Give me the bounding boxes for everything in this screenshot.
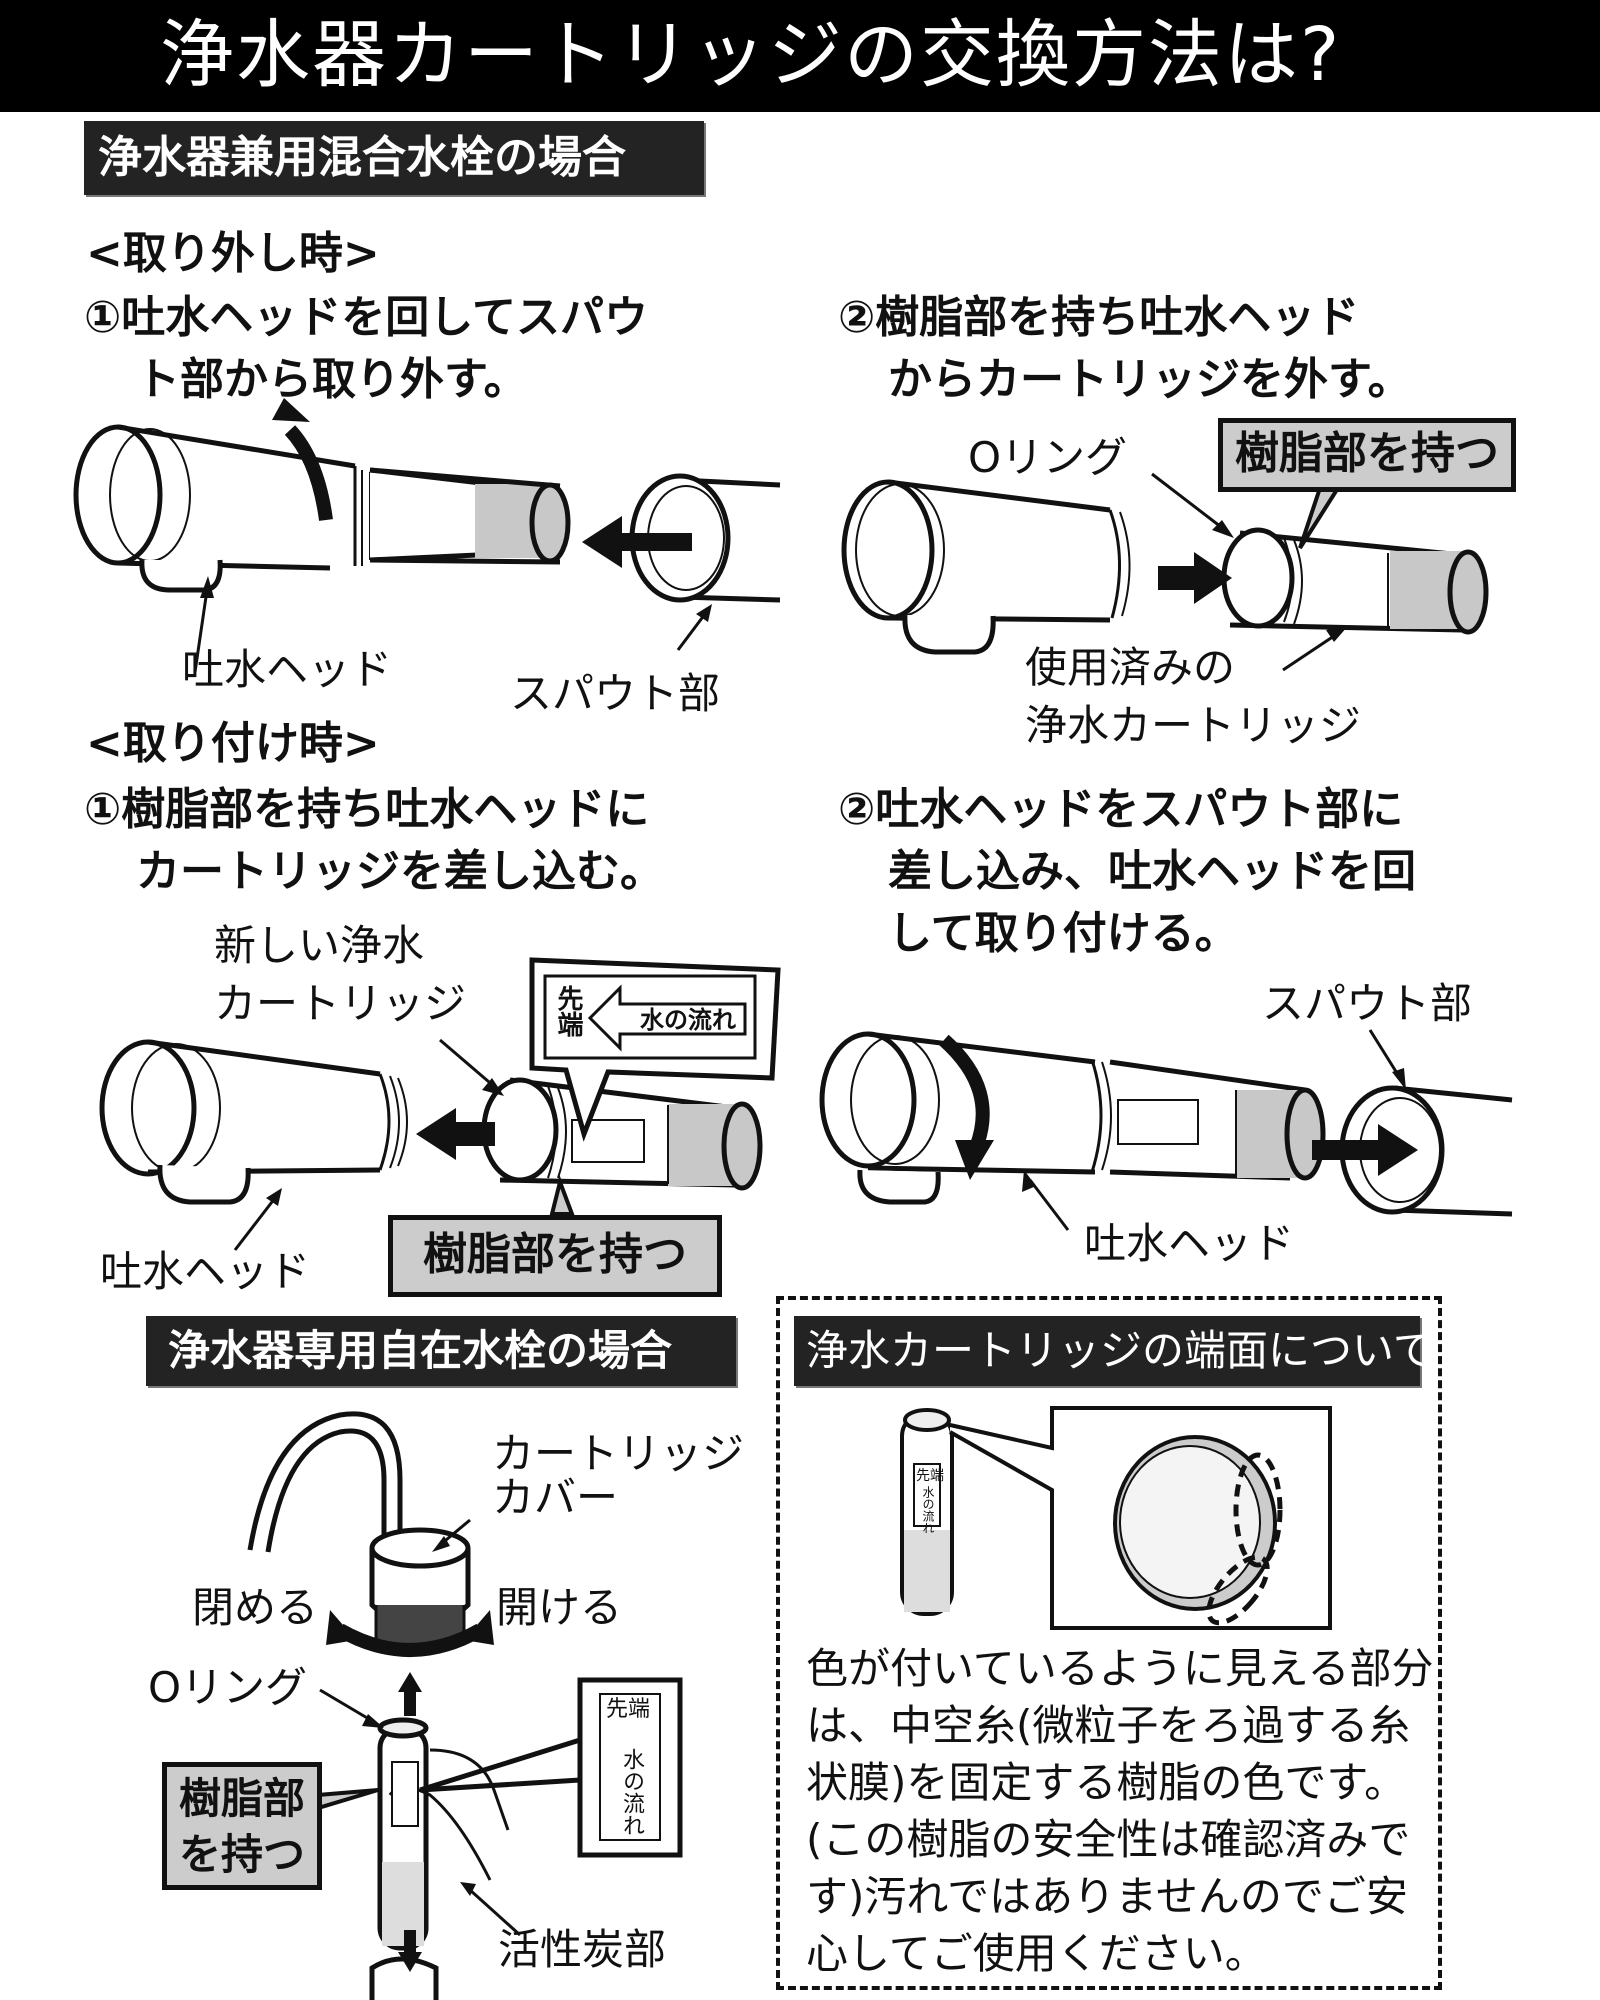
section-heading-dedicated-faucet: 浄水器専用自在水栓の場合 [146,1316,736,1386]
step-number: ① [84,784,122,835]
section-heading-end-face: 浄水カートリッジの端面について [794,1316,1435,1386]
label-o-ring: Oリング [148,1663,308,1712]
label-head: 吐水ヘッド [1084,1219,1295,1268]
label-head: 吐水ヘッド [182,645,393,694]
note-line: 状膜)を固定する樹脂の色です。 [806,1758,1407,1807]
label-close: 閉める [192,1583,319,1632]
install-step2-line1: ②吐水ヘッドをスパウト部に [838,784,1404,835]
removal-step1-line2: ト部から取り外す。 [136,354,528,405]
phase-label-installation: <取り付け時> [86,718,380,769]
note-text: 色が付いているように見える部分 は、中空糸(微粒子をろ過する糸 状膜)を固定する… [806,1640,1434,1982]
label-cartridge-cover-line2: カバー [492,1473,619,1522]
install-step2-line2: 差し込み、吐水ヘッドを回 [888,846,1416,897]
label-o-ring: Oリング [968,433,1128,482]
tag-tip-label: 先端 [916,1468,944,1484]
note-box-end-face [776,1296,1442,1990]
callout-hold-resin: 樹脂部を持つ [388,1215,722,1297]
label-cartridge-cover-line1: カートリッジ [492,1429,745,1478]
callout-hold-resin: 樹脂部 を持つ [162,1762,322,1890]
removal-step2-line2: からカートリッジを外す。 [888,354,1412,405]
label-head: 吐水ヘッド [100,1247,311,1296]
removal-step1-line1: ①吐水ヘッドを回してスパウ [84,292,648,343]
tag-flow-label: 水の流れ [640,1006,736,1034]
label-used-cartridge-line1: 使用済みの [1025,643,1236,692]
install-step1-line2: カートリッジを差し込む。 [136,846,664,897]
install-step2-line3: して取り付ける。 [888,908,1239,959]
note-line: は、中空糸(微粒子をろ過する糸 [806,1701,1411,1750]
title-bar [0,0,1600,112]
step-number: ② [838,784,876,835]
step-number: ① [84,292,122,343]
label-spout: スパウト部 [510,669,721,718]
label-spout: スパウト部 [1262,979,1473,1028]
phase-label-removal: <取り外し時> [86,228,380,279]
tag-flow-label: 水の流れ [619,1748,644,1836]
note-line: す)汚れではありませんのでご安 [806,1872,1408,1921]
label-new-cartridge-line1: 新しい浄水 [214,921,425,970]
install-step1-line1: ①樹脂部を持ち吐水ヘッドに [84,784,650,835]
tag-tip-label: 先端 [606,1697,651,1722]
section-heading-mixed-faucet: 浄水器兼用混合水栓の場合 [84,121,704,195]
page-title: 浄水器カートリッジの交換方法は? [160,12,1342,98]
note-line: 色が付いているように見える部分 [806,1644,1434,1693]
removal-step2-line1: ②樹脂部を持ち吐水ヘッド [838,292,1360,343]
note-line: (この樹脂の安全性は確認済みで [806,1815,1411,1864]
note-line: 心してご使用ください。 [806,1929,1267,1978]
step-number: ② [838,292,876,343]
label-new-cartridge-line2: カートリッジ [214,979,467,1028]
label-activated-carbon: 活性炭部 [498,1925,667,1974]
label-open: 開ける [496,1583,623,1632]
callout-hold-resin: 樹脂部を持つ [1218,418,1516,492]
tag-flow-label: 水の流れ [921,1486,935,1534]
label-used-cartridge-line2: 浄水カートリッジ [1025,701,1362,750]
tag-tip-label: 先端 [553,985,583,1037]
